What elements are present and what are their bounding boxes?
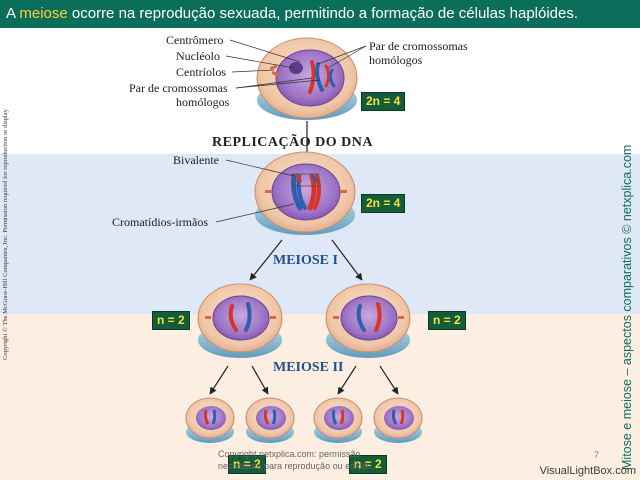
cell-left — [197, 283, 283, 358]
badge-top: 2n = 4 — [361, 92, 406, 111]
slide-title: A meiose ocorre na reprodução sexuada, p… — [0, 0, 640, 28]
label-centriolos: Centríolos — [176, 65, 226, 79]
cell-small-3 — [313, 397, 363, 443]
label-par-right-1: Par de cromossomas — [369, 39, 468, 53]
footer-line-1: Copyright netxplica.com: permissão — [218, 449, 361, 459]
label-cromatidios: Cromatídios-irmãos — [112, 215, 208, 229]
side-title: Mitose e meiose – aspectos comparativos … — [618, 108, 638, 470]
arrow-meiosis2-a — [209, 365, 229, 395]
meiosis-two-band — [0, 314, 640, 480]
label-par-left-2: homólogos — [176, 95, 230, 109]
footer-note: Copyright netxplica.com: permissão neces… — [218, 448, 374, 472]
middle-leader-lines — [215, 159, 295, 223]
arrow-meiosis1-right — [331, 239, 363, 281]
cell-middle — [254, 151, 356, 235]
label-bivalente: Bivalente — [173, 153, 219, 167]
side-title-text: Mitose e meiose – aspectos comparativos … — [620, 144, 634, 470]
badge-right: n = 2 — [428, 311, 466, 330]
footer-line-2: necessária para reprodução ou edição. — [218, 461, 375, 471]
top-leader-lines — [225, 39, 367, 89]
label-par-left-1: Par de cromossomas — [129, 81, 228, 95]
arrow-meiosis1-left — [249, 239, 283, 281]
watermark[interactable]: VisualLightBox.com — [539, 465, 636, 477]
badge-bottom-right: n = 2 — [349, 455, 387, 474]
page-number: 7 — [594, 450, 600, 460]
label-nucleolo: Nucléolo — [176, 49, 220, 63]
badge-left: n = 2 — [152, 311, 190, 330]
cell-small-4 — [373, 397, 423, 443]
stage-meiose2: MEIOSE II — [273, 360, 344, 375]
label-centromero: Centrômero — [166, 33, 224, 47]
label-par-right-2: homólogos — [369, 53, 423, 67]
arrow-meiosis2-c — [337, 365, 357, 395]
stage-meiose1: MEIOSE I — [273, 253, 338, 268]
badge-middle: 2n = 4 — [361, 194, 406, 213]
cell-right — [325, 283, 411, 358]
arrow-meiosis2-b — [251, 365, 269, 395]
cell-small-1 — [185, 397, 235, 443]
stage-replicacao: REPLICAÇÃO DO DNA — [212, 135, 373, 150]
arrow-meiosis2-d — [379, 365, 399, 395]
title-highlight: meiose — [19, 5, 68, 22]
title-after: ocorre na reprodução sexuada, permitindo… — [67, 5, 579, 22]
copyright-text: Copyright © The McGraw-Hill Companies, I… — [2, 109, 9, 360]
badge-bottom-left: n = 2 — [228, 455, 266, 474]
title-before: A — [6, 5, 20, 22]
copyright-vertical: Copyright © The McGraw-Hill Companies, I… — [2, 100, 12, 360]
cell-small-2 — [245, 397, 295, 443]
